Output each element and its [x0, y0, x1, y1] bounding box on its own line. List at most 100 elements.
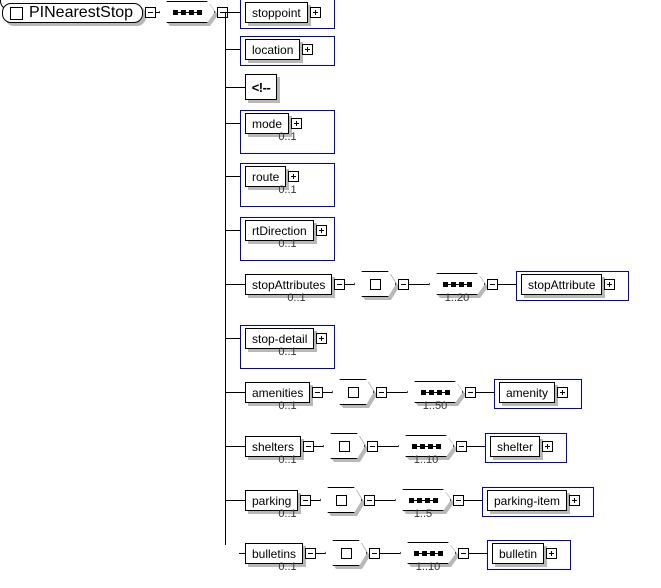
element-toggle[interactable] — [300, 495, 311, 506]
element-label: location — [252, 42, 294, 57]
element-box[interactable]: parking — [245, 490, 298, 511]
cardinality-label: 0..1 — [278, 346, 297, 358]
sequence-toggle[interactable] — [453, 495, 464, 506]
chain-line — [464, 500, 487, 501]
leaf-toggle[interactable] — [546, 548, 557, 559]
element-toggle[interactable] — [312, 387, 323, 398]
cardinality-label: 0..1 — [278, 454, 297, 466]
leaf-element-box[interactable]: stopAttribute — [521, 274, 602, 295]
sequence-dots — [407, 381, 463, 403]
element-toggle[interactable] — [316, 225, 327, 236]
chain-line — [469, 553, 492, 554]
choice-toggle[interactable] — [364, 495, 375, 506]
sequence-dots — [398, 435, 454, 457]
leaf-element-box[interactable]: parking-item — [487, 490, 567, 511]
cardinality-label: 0..1 — [278, 131, 297, 143]
branch-line — [239, 553, 245, 554]
sequence-toggle[interactable] — [456, 441, 467, 452]
branch-line — [225, 392, 245, 393]
branch-line — [225, 446, 245, 447]
element-box[interactable]: stop-detail — [245, 328, 314, 349]
branch-line — [225, 338, 245, 339]
element-toggle[interactable] — [303, 441, 314, 452]
choice-icon — [323, 433, 365, 459]
element-toggle[interactable] — [291, 118, 302, 129]
chain-cardinality-label: 1..10 — [413, 454, 439, 466]
element-label: route — [252, 169, 280, 184]
element-toggle[interactable] — [316, 333, 327, 344]
branch-line — [225, 12, 245, 13]
sequence-toggle[interactable] — [487, 279, 498, 290]
leaf-toggle[interactable] — [542, 441, 553, 452]
root-element-label: PINearestStop — [29, 4, 134, 21]
choice-toggle[interactable] — [367, 441, 378, 452]
element-box[interactable]: amenities — [245, 382, 310, 403]
cardinality-label: 0..1 — [278, 400, 297, 412]
chain-line — [311, 500, 320, 501]
chain-line — [375, 500, 395, 501]
choice-toggle[interactable] — [398, 279, 409, 290]
element-box[interactable]: route — [245, 166, 286, 187]
chain-line — [498, 284, 521, 285]
leaf-element-label: stopAttribute — [528, 277, 596, 292]
element-label: stoppoint — [252, 5, 301, 20]
cardinality-label: 0..1 — [278, 238, 297, 250]
leaf-toggle[interactable] — [604, 279, 615, 290]
element-toggle[interactable] — [288, 171, 299, 182]
leaf-element-label: bulletin — [499, 546, 538, 561]
leaf-element-box[interactable]: amenity — [499, 382, 555, 403]
leaf-element-label: parking-item — [494, 493, 561, 508]
choice-toggle[interactable] — [376, 387, 387, 398]
element-toggle[interactable] — [310, 7, 321, 18]
chain-line — [345, 284, 354, 285]
choice-square — [325, 540, 367, 566]
chain-cardinality-label: 1..50 — [422, 400, 448, 412]
element-box[interactable]: rtDirection — [245, 220, 314, 241]
sequence-toggle[interactable] — [458, 548, 469, 559]
sequence-toggle[interactable] — [465, 387, 476, 398]
root-collapse-toggle[interactable] — [145, 7, 156, 18]
cardinality-label: 0..1 — [287, 292, 306, 304]
leaf-element-box[interactable]: shelter — [490, 436, 540, 457]
chain-line — [409, 284, 429, 285]
element-label: rtDirection — [252, 223, 307, 238]
branch-line — [225, 123, 245, 124]
comment-label: <!-- — [251, 79, 271, 95]
leaf-element-label: shelter — [497, 439, 534, 454]
choice-square — [323, 433, 365, 459]
element-box[interactable]: shelters — [245, 436, 301, 457]
leaf-toggle[interactable] — [569, 495, 580, 506]
element-box[interactable]: bulletins — [245, 543, 303, 564]
element-toggle[interactable] — [305, 548, 316, 559]
branch-line — [225, 500, 245, 501]
branch-line — [225, 49, 245, 50]
element-square-icon — [10, 6, 23, 20]
choice-icon — [354, 271, 396, 297]
element-label: parking — [252, 493, 292, 508]
chain-line — [314, 446, 323, 447]
chain-line — [323, 392, 332, 393]
chain-line — [476, 392, 499, 393]
leaf-element-label: amenity — [506, 385, 549, 400]
chain-cardinality-label: 1..20 — [444, 292, 470, 304]
chain-line — [316, 553, 325, 554]
element-box[interactable]: stoppoint — [245, 2, 308, 23]
element-toggle[interactable] — [302, 44, 313, 55]
root-element-node[interactable]: PINearestStop — [2, 3, 144, 23]
element-box[interactable]: stopAttributes — [245, 274, 332, 295]
element-label: mode — [252, 116, 283, 131]
spine-vertical-line — [225, 12, 226, 545]
element-label: bulletins — [252, 546, 297, 561]
element-label: stop-detail — [252, 331, 308, 346]
element-label: stopAttributes — [252, 277, 326, 292]
element-toggle[interactable] — [334, 279, 345, 290]
comment-node[interactable]: <!-- — [245, 74, 277, 100]
element-box[interactable]: location — [245, 39, 300, 60]
branch-line — [225, 230, 245, 231]
leaf-toggle[interactable] — [557, 387, 568, 398]
leaf-element-box[interactable]: bulletin — [492, 543, 544, 564]
chain-line — [387, 392, 407, 393]
sequence-dots — [429, 273, 485, 295]
element-box[interactable]: mode — [245, 113, 289, 134]
choice-toggle[interactable] — [369, 548, 380, 559]
